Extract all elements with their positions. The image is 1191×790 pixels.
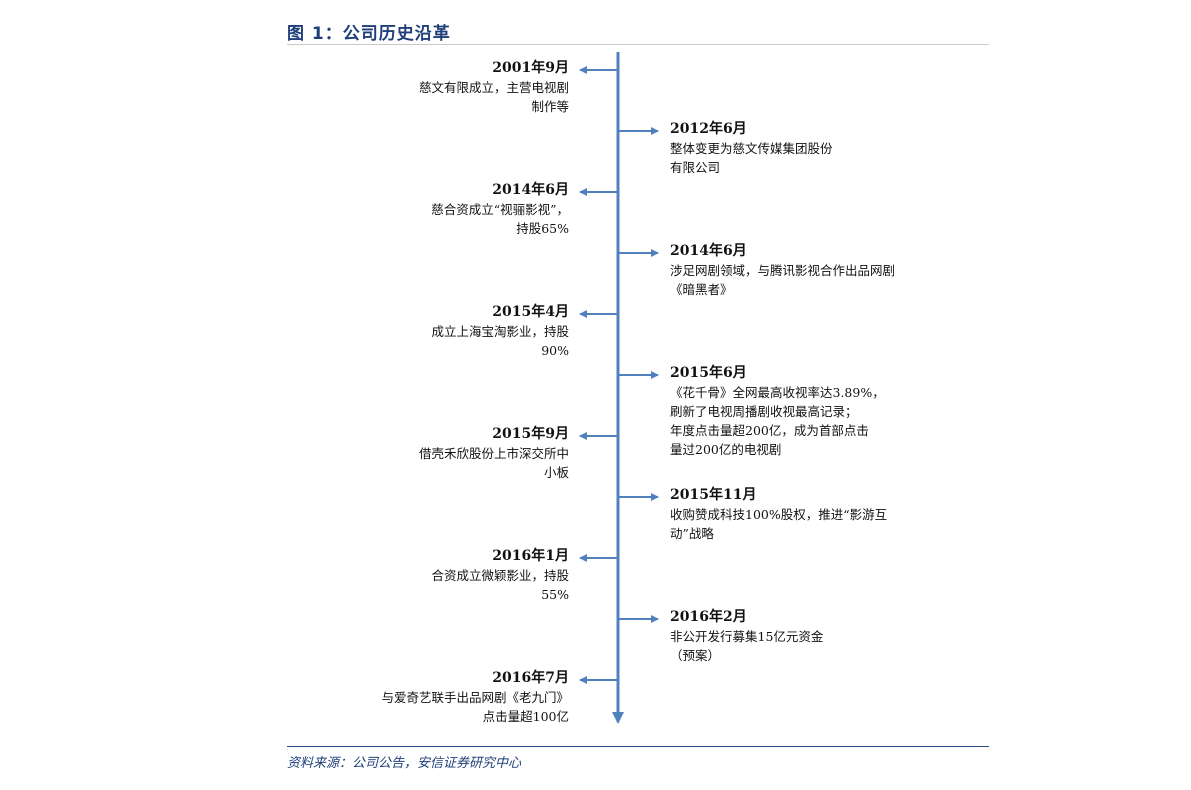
event-description-line: 年度点击量超200亿，成为首部点击 [670,423,869,438]
event-description-line: 小板 [543,465,569,480]
timeline-event: 2012年6月整体变更为慈文传媒集团股份有限公司 [670,120,970,177]
event-description-line: 90% [541,343,569,358]
top-rule [287,44,989,45]
event-description-line: 合资成立微颖影业，持股 [431,568,569,583]
event-description-line: 成立上海宝淘影业，持股 [431,324,569,339]
event-date: 2001年9月 [492,60,569,76]
timeline-event: 2016年7月与爱奇艺联手出品网剧《老九门》点击量超100亿 [269,669,569,726]
event-date: 2015年6月 [670,365,747,381]
event-date: 2012年6月 [670,121,747,137]
timeline-event: 2015年4月成立上海宝淘影业，持股 90% [269,303,569,360]
event-date: 2014年6月 [492,182,569,198]
timeline-event: 2014年6月涉足网剧领域，与腾讯影视合作出品网剧《暗黑者》 [670,242,970,299]
event-date: 2015年4月 [492,304,569,320]
event-description-line: 借壳禾欣股份上市深交所中 [418,446,569,461]
event-connectors [579,66,659,684]
event-description-line: 有限公司 [670,160,721,175]
event-description-line: 《暗黑者》 [670,282,733,297]
source-note: 资料来源：公司公告，安信证券研究中心 [287,756,522,771]
event-date: 2015年11月 [670,487,757,503]
event-date: 2015年9月 [492,426,569,442]
event-description-line: 制作等 [531,99,569,114]
event-description-line: 收购赞成科技100%股权，推进“影游互 [670,507,888,522]
event-date: 2016年1月 [492,548,569,564]
event-description-line: 点击量超100亿 [482,709,569,724]
event-description-line: （预案） [670,648,721,663]
event-description-line: 与爱奇艺联手出品网剧《老九门》 [381,690,569,705]
event-description-line: 持股65% [516,221,569,236]
event-date: 2016年7月 [492,670,569,686]
event-description-line: 非公开发行募集15亿元资金 [670,629,824,644]
timeline-event: 2016年1月合资成立微颖影业，持股 55% [269,547,569,604]
event-description-line: 涉足网剧领域，与腾讯影视合作出品网剧 [670,263,896,278]
event-description-line: 刷新了电视周播剧收视最高记录； [670,404,858,419]
event-date: 2016年2月 [670,609,747,625]
timeline-event: 2001年9月慈文有限成立，主营电视剧制作等 [269,59,569,116]
event-description-line: 量过200亿的电视剧 [670,442,782,457]
event-description-line: 《花千骨》全网最高收视率达3.89%， [670,385,885,400]
timeline-event: 2015年9月借壳禾欣股份上市深交所中小板 [269,425,569,482]
timeline-event: 2014年6月慈合资成立“视骊影视”， 持股65% [269,181,569,238]
bottom-rule [287,746,989,747]
timeline-event: 2016年2月非公开发行募集15亿元资金 （预案） [670,608,970,665]
event-date: 2014年6月 [670,243,747,259]
event-description-line: 慈合资成立“视骊影视”， [431,202,569,217]
figure-title: 图 1：公司历史沿革 [287,24,451,44]
timeline-event: 2015年6月《花千骨》全网最高收视率达3.89%， 刷新了电视周播剧收视最高记录… [670,364,970,459]
event-description-line: 55% [541,587,569,602]
event-description-line: 慈文有限成立，主营电视剧 [418,80,569,95]
timeline-event: 2015年11月收购赞成科技100%股权，推进“影游互动”战略 [670,486,970,543]
event-description-line: 动”战略 [670,526,714,541]
event-description-line: 整体变更为慈文传媒集团股份 [670,141,833,156]
